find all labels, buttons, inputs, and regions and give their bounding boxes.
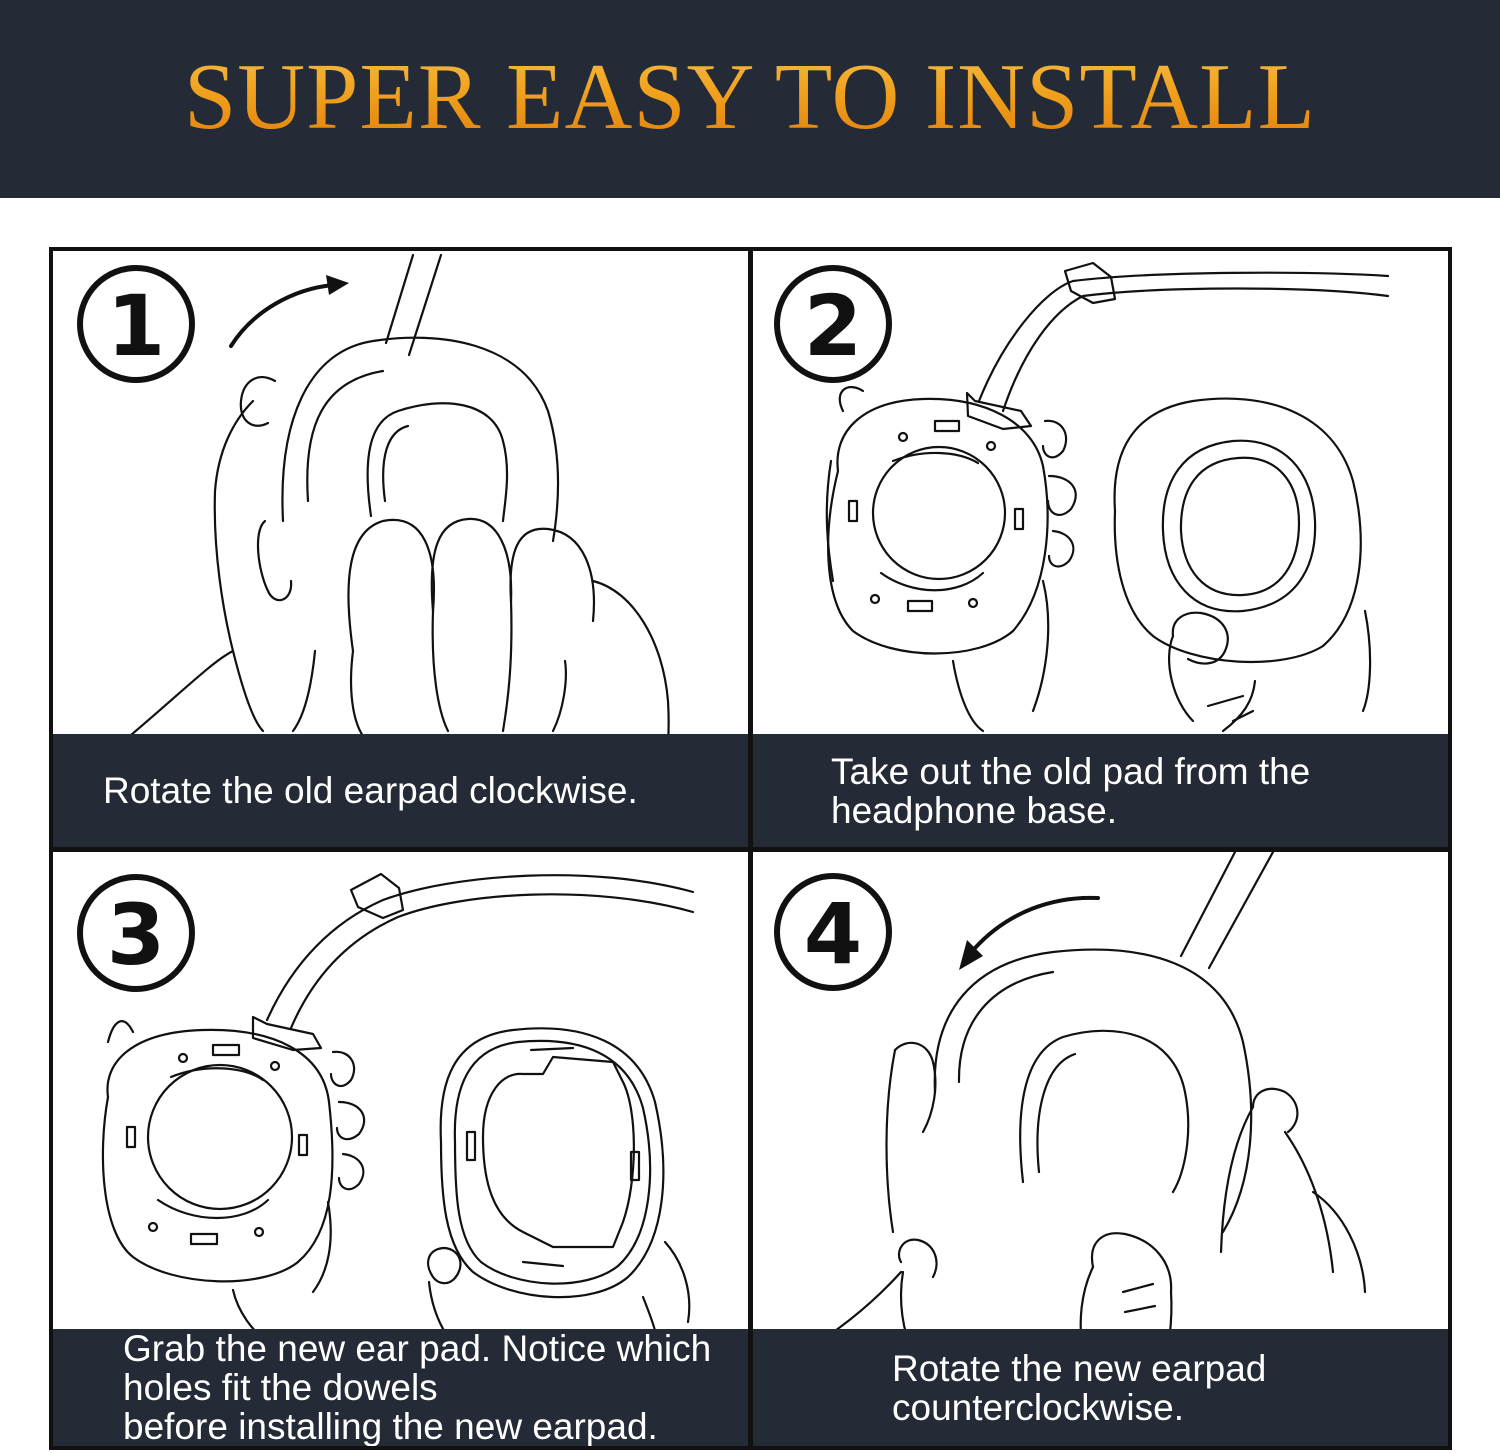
step-2-caption: Take out the old pad from the headphone … xyxy=(831,750,1311,831)
step-1-caption-bar: Rotate the old earpad clockwise. xyxy=(53,734,748,847)
step-1-caption: Rotate the old earpad clockwise. xyxy=(103,770,638,811)
step-1-panel: 1 xyxy=(53,251,748,847)
clockwise-arrow-icon xyxy=(229,283,335,348)
page-title: SUPER EASY TO INSTALL xyxy=(183,45,1317,149)
step-4-number-circle xyxy=(774,873,892,991)
step-2-number-circle xyxy=(774,265,892,383)
step-2-panel: 2 xyxy=(753,251,1448,847)
step-3-number-circle xyxy=(77,874,195,992)
step-4-illustration: 4 xyxy=(774,852,1367,1374)
counterclockwise-arrow-icon xyxy=(973,895,1100,950)
step-3-number: 3 xyxy=(107,886,165,984)
step-2-number: 2 xyxy=(804,277,862,375)
step-4-panel: 4 xyxy=(753,852,1448,1446)
step-1-number-circle xyxy=(77,265,195,383)
step-3-panel: 3 xyxy=(53,852,748,1446)
step-2-caption-bar: Take out the old pad from the headphone … xyxy=(753,734,1448,847)
title-banner: SUPER EASY TO INSTALL xyxy=(0,0,1500,198)
step-3-caption: Grab the new ear pad. Notice which holes… xyxy=(123,1328,712,1446)
step-1-number: 1 xyxy=(107,277,165,375)
step-4-caption-bar: Rotate the new earpad counterclockwise. xyxy=(753,1329,1448,1446)
step-4-caption: Rotate the new earpad counterclockwise. xyxy=(892,1347,1267,1428)
step-2-illustration: 2 xyxy=(774,261,1390,733)
step-3-caption-bar: Grab the new ear pad. Notice which holes… xyxy=(53,1329,748,1446)
instruction-grid: 1 xyxy=(49,247,1452,1450)
step-1-illustration: 1 xyxy=(77,253,670,813)
step-4-number: 4 xyxy=(804,885,862,983)
